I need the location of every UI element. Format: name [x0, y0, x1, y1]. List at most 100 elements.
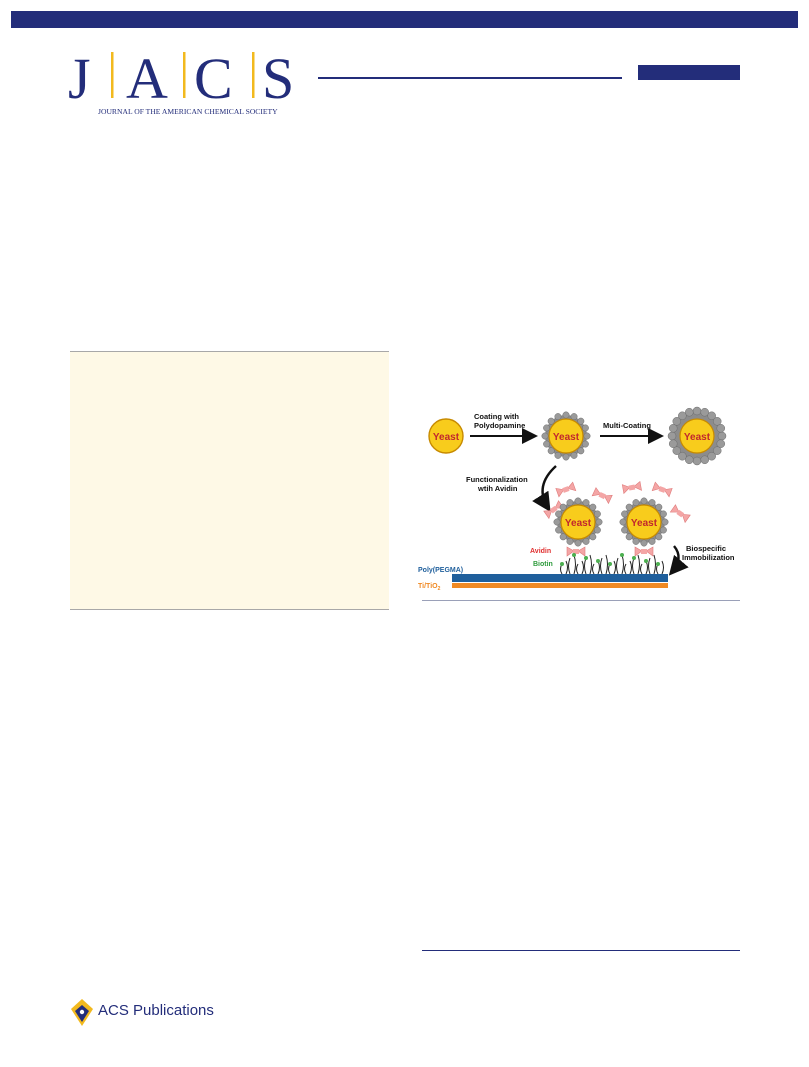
avidin-shape [634, 546, 654, 557]
polymer-chain [573, 554, 576, 575]
shell-bump [543, 424, 551, 432]
avidin-center [573, 549, 579, 554]
polymer-chain [616, 557, 619, 575]
biotin-dot [560, 562, 564, 566]
shell-bump [566, 537, 574, 545]
avidin-center [676, 509, 685, 518]
shell-bump [632, 537, 640, 545]
coating-label: Coating with [474, 412, 519, 421]
ti-tio2-layer [452, 583, 668, 588]
shell-bump [589, 533, 597, 541]
polymer-chain [600, 557, 603, 575]
shell-bump [554, 451, 562, 459]
avidin-shape [651, 481, 673, 498]
shell-bump [554, 413, 562, 421]
yeast-cell [679, 418, 715, 454]
logo-divider [111, 52, 114, 98]
acs-hexagon-icon [71, 999, 93, 1026]
avidin-molecule [669, 504, 691, 524]
shell-bump [659, 526, 667, 534]
toc-figure: Yeast Coating with Polydopamine Yeast Mu… [416, 386, 740, 600]
biotin-dot [620, 553, 624, 557]
polymer-chain [613, 560, 616, 575]
avidin-shape [555, 481, 577, 498]
shell-bump [700, 455, 709, 465]
shell-bump [678, 411, 687, 421]
acs-publications-logo[interactable]: ACS Publications [68, 996, 218, 1030]
poly-pegma-label: Poly(PEGMA) [418, 567, 463, 574]
biotin-dot [608, 562, 612, 566]
yeast-label: Yeast [684, 432, 711, 443]
avidin-molecule [543, 500, 565, 520]
polymer-chain [581, 560, 584, 575]
polymer-chain [629, 560, 632, 575]
shell-bump [553, 518, 561, 526]
logo-letter-s: S [262, 46, 294, 111]
biotin-dot [656, 562, 660, 566]
shell-bump [632, 499, 640, 507]
shell-bump [648, 537, 656, 545]
abstract-box [70, 351, 389, 610]
shell-bump [716, 424, 726, 433]
shell-bump [570, 451, 578, 459]
shell-bump [574, 497, 582, 505]
logo-letter-a: A [126, 46, 168, 111]
biotin-dot [596, 559, 600, 563]
shell-bump [593, 510, 601, 518]
shell-bump [712, 446, 722, 455]
polymer-chain [589, 554, 592, 575]
shell-bump [583, 432, 591, 440]
yeast-cell [428, 418, 464, 454]
shell-bump [541, 432, 549, 440]
logo-divider [183, 52, 186, 98]
shell-bump [574, 539, 582, 547]
shell-bump [625, 533, 633, 541]
yeast-label: Yeast [631, 518, 658, 529]
yeast-cell [560, 504, 596, 540]
article-type-tag [638, 65, 740, 80]
shell-bump [668, 424, 678, 433]
avidin-molecule [566, 546, 586, 557]
shell-bump [707, 411, 716, 421]
avidin-center [549, 505, 558, 514]
biospecific-label: Biospecific [686, 544, 726, 553]
polymer-chain [637, 554, 640, 575]
journal-header-bar [11, 11, 798, 28]
jacs-logo[interactable]: J A C S JOURNAL OF THE AMERICAN CHEMICAL… [66, 42, 316, 122]
biotin-dot [644, 559, 648, 563]
avidin-label: Avidin [530, 548, 551, 555]
logo-letter-j: J [68, 46, 91, 111]
shell-bump [595, 518, 603, 526]
avidin-center [562, 486, 570, 493]
journal-full-name: JOURNAL OF THE AMERICAN CHEMICAL SOCIETY [98, 107, 278, 116]
shell-bump [589, 503, 597, 511]
shell-bump [582, 499, 590, 507]
shell-bump [661, 518, 669, 526]
polymer-brushes [560, 553, 664, 575]
shell-bump [685, 407, 694, 417]
shell-bump [547, 447, 555, 455]
shell-bump [619, 518, 627, 526]
avidin-center [641, 549, 647, 554]
shell-bump [621, 510, 629, 518]
shell-bump [640, 497, 648, 505]
shell-bump [659, 510, 667, 518]
polymer-chain [621, 554, 624, 575]
functionalization-label: Functionalization [466, 475, 528, 484]
shell-bump [593, 526, 601, 534]
shell-bump [712, 417, 722, 426]
avidin-molecule [634, 546, 654, 557]
shell-bump [621, 526, 629, 534]
polymer-chain [568, 557, 571, 575]
logo-divider [252, 52, 255, 98]
shell-bump [581, 440, 589, 448]
avidin-molecule [555, 481, 577, 498]
shell-bump [700, 407, 709, 417]
avidin-shape [621, 480, 642, 495]
avidin-group [543, 480, 691, 557]
polymer-chain [605, 554, 608, 575]
biotin-dot [572, 553, 576, 557]
shell-bump [640, 539, 648, 547]
shell-bump [543, 440, 551, 448]
avidin-center [628, 484, 636, 491]
